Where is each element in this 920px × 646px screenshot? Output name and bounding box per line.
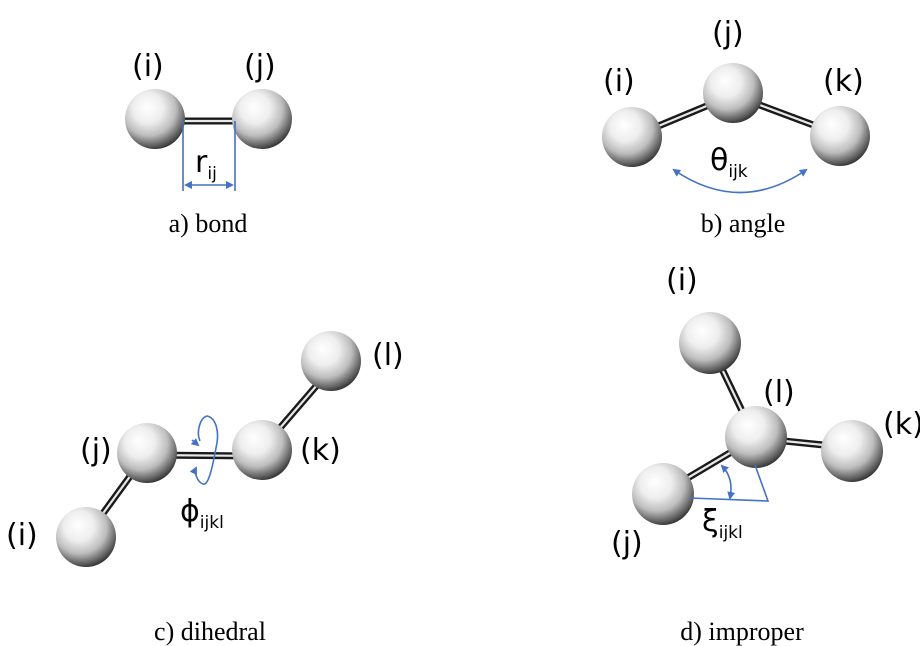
- panel-bond: (i) (j) rij a) bond: [125, 49, 292, 238]
- atom-sphere-l: [301, 331, 361, 391]
- panel-improper: (i) (l) (k) (j) ξijkl d) improper: [611, 263, 920, 646]
- atom-label-l: (l): [372, 338, 404, 373]
- atom-label-k: (k): [883, 407, 920, 442]
- caption-dihedral: c) dihedral: [154, 617, 266, 646]
- atom-sphere-l: [725, 406, 787, 468]
- atom-label-i: (i): [603, 64, 635, 99]
- bond-length-marker: [182, 121, 236, 191]
- angle-arc-arrow: [672, 168, 808, 194]
- atom-sphere-i: [602, 107, 662, 167]
- atom-sphere-j: [232, 89, 292, 149]
- atom-label-k: (k): [300, 433, 341, 468]
- caption-improper: d) improper: [680, 617, 804, 646]
- atom-label-j: (i): [666, 263, 698, 298]
- atom-sphere-i: [125, 89, 185, 149]
- caption-bond: a) bond: [169, 209, 248, 238]
- atom-sphere-k: [810, 106, 870, 166]
- atom-label-i: (i): [6, 518, 38, 553]
- atom-sphere-k: [232, 420, 292, 480]
- caption-angle: b) angle: [701, 209, 785, 238]
- atom-sphere-k: [821, 420, 883, 482]
- atom-sphere-j: [679, 312, 741, 374]
- atom-label-i: (j): [611, 526, 643, 561]
- atom-sphere-i: [632, 463, 694, 525]
- angle-symbol: θijk: [710, 143, 748, 182]
- atom-label-j: (j): [712, 16, 744, 51]
- atom-label-j: (j): [244, 49, 276, 84]
- dihedral-rotation-arrow: [189, 415, 219, 485]
- atom-label-i: (i): [132, 49, 164, 84]
- atom-label-l: (l): [763, 375, 795, 410]
- atom-sphere-j: [117, 423, 177, 483]
- panel-dihedral: (i) (j) (k) (l) ϕijkl c) dihedral: [6, 331, 404, 646]
- atom-label-j: (j): [80, 433, 112, 468]
- atom-sphere-j: [703, 63, 763, 123]
- bond-length-symbol: rij: [195, 145, 217, 184]
- improper-symbol: ξijkl: [702, 504, 743, 543]
- dihedral-symbol: ϕijkl: [180, 494, 224, 533]
- panel-angle: (i) (j) (k) θijk b) angle: [602, 16, 870, 238]
- improper-angle-marker: [689, 464, 770, 502]
- atom-sphere-i: [56, 507, 116, 567]
- atom-label-k: (k): [823, 64, 864, 99]
